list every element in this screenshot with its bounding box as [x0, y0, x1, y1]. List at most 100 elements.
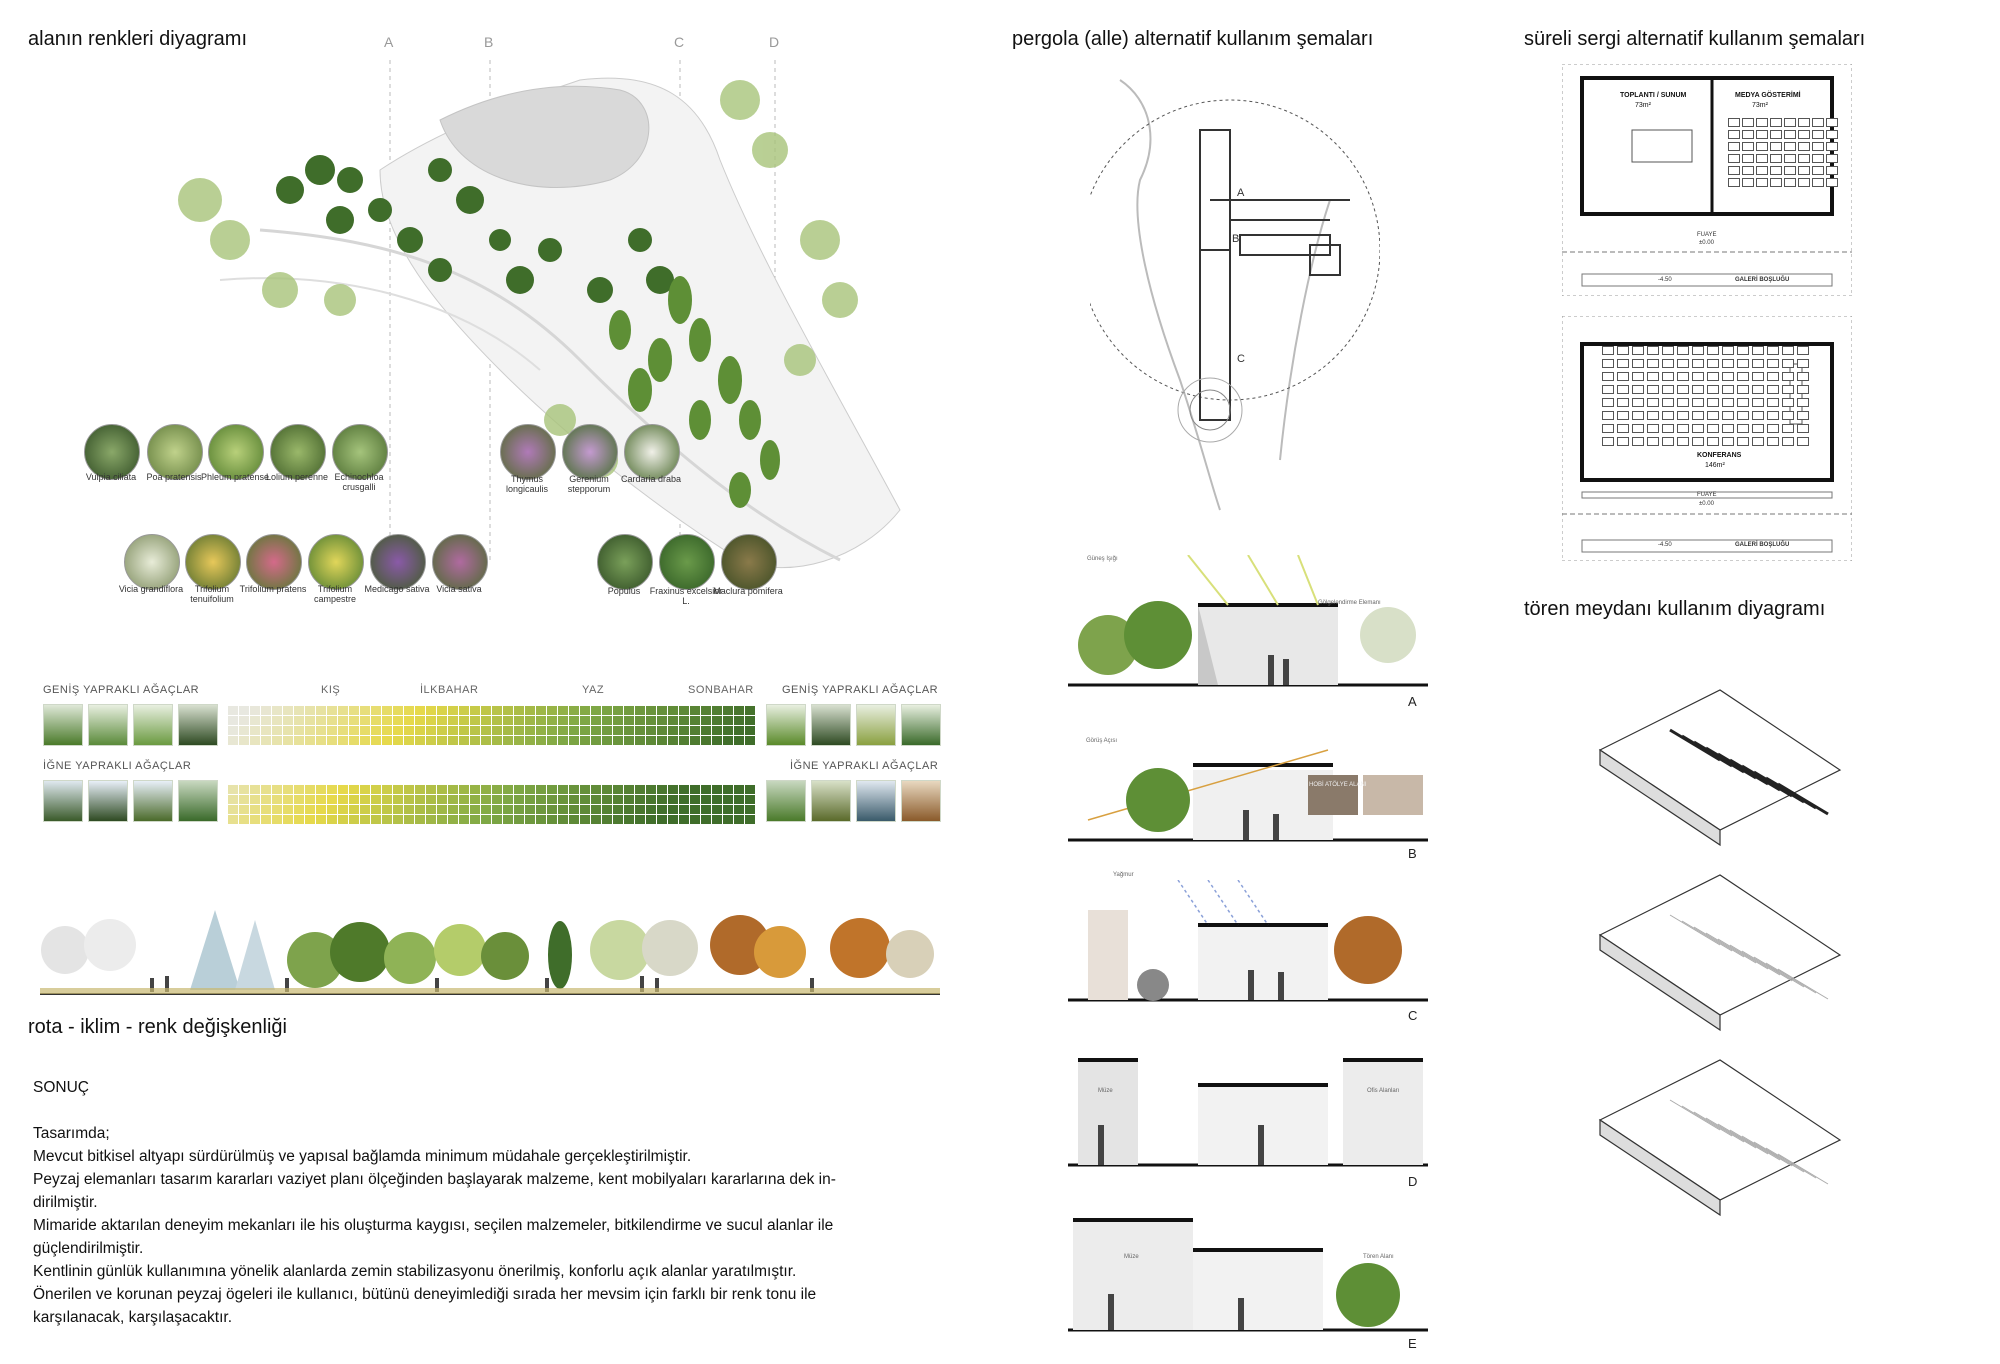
seat — [1692, 385, 1704, 394]
plant-label: Populus — [607, 586, 641, 596]
color-swatch — [602, 716, 612, 725]
seat — [1784, 178, 1796, 187]
axonometric-detail — [1717, 938, 1769, 970]
color-swatch — [613, 726, 623, 735]
color-swatch — [349, 815, 359, 824]
color-swatch — [393, 785, 403, 794]
seat — [1770, 154, 1782, 163]
seat — [1632, 437, 1644, 446]
seat — [1602, 359, 1614, 368]
color-swatch — [481, 795, 491, 804]
seat — [1677, 424, 1689, 433]
color-swatch — [536, 736, 546, 745]
color-swatch — [602, 795, 612, 804]
seat — [1728, 142, 1740, 151]
color-swatch — [701, 785, 711, 794]
color-swatch — [613, 805, 623, 814]
color-swatch — [415, 785, 425, 794]
seat — [1742, 142, 1754, 151]
color-swatch — [426, 795, 436, 804]
foyer-label-1: FUAYE — [1697, 232, 1717, 238]
seat — [1662, 385, 1674, 394]
seat — [1632, 398, 1644, 407]
color-swatch — [250, 805, 260, 814]
color-swatch — [272, 785, 282, 794]
color-swatch — [481, 815, 491, 824]
color-swatch — [613, 706, 623, 715]
plant-photo — [147, 424, 203, 480]
color-swatch — [349, 716, 359, 725]
color-swatch — [712, 726, 722, 735]
color-swatch — [228, 736, 238, 745]
color-swatch — [294, 716, 304, 725]
color-swatch — [536, 716, 546, 725]
seat — [1632, 424, 1644, 433]
color-swatch — [679, 805, 689, 814]
color-swatch — [723, 736, 733, 745]
color-swatch — [448, 716, 458, 725]
seat — [1722, 385, 1734, 394]
color-swatch — [569, 805, 579, 814]
seat — [1826, 154, 1838, 163]
seat — [1742, 118, 1754, 127]
color-swatch — [239, 815, 249, 824]
seat — [1756, 154, 1768, 163]
season-winter: KIŞ — [321, 684, 341, 696]
seat — [1728, 118, 1740, 127]
seat — [1737, 411, 1749, 420]
color-swatch — [426, 706, 436, 715]
section-e-note-museum: Müze — [1124, 1254, 1139, 1260]
color-swatch — [360, 795, 370, 804]
color-swatch — [448, 736, 458, 745]
tree-photo — [178, 704, 218, 746]
color-swatch — [536, 795, 546, 804]
color-swatch — [514, 805, 524, 814]
color-swatch — [558, 716, 568, 725]
section-a-note-sun: Güneş Işığı — [1087, 556, 1118, 562]
seat — [1632, 372, 1644, 381]
color-swatch — [613, 736, 623, 745]
plant-label: Vulpia ciliata — [85, 472, 137, 482]
color-swatch — [668, 726, 678, 735]
color-swatch — [316, 785, 326, 794]
color-swatch — [415, 815, 425, 824]
color-swatch — [426, 805, 436, 814]
color-swatch — [547, 706, 557, 715]
color-swatch — [404, 716, 414, 725]
color-swatch — [514, 795, 524, 804]
plant-label: Phleum pratense — [200, 472, 270, 482]
seat — [1752, 385, 1764, 394]
color-swatch — [558, 795, 568, 804]
color-swatch — [470, 706, 480, 715]
color-swatch — [228, 726, 238, 735]
color-swatch — [459, 706, 469, 715]
seat — [1602, 398, 1614, 407]
color-swatch — [481, 785, 491, 794]
color-swatch — [745, 736, 755, 745]
seat — [1692, 424, 1704, 433]
color-swatch — [602, 785, 612, 794]
seat — [1677, 385, 1689, 394]
color-swatch — [635, 815, 645, 824]
section-letter-b: B — [484, 34, 494, 50]
section-b-note-workshop: HOBİ ATÖLYE ALANI — [1309, 782, 1367, 788]
seat — [1617, 424, 1629, 433]
color-swatch — [503, 716, 513, 725]
axonometric-detail — [1681, 1105, 1733, 1137]
color-swatch — [338, 726, 348, 735]
seat — [1767, 437, 1779, 446]
color-swatch — [481, 716, 491, 725]
color-swatch — [470, 726, 480, 735]
seat — [1782, 385, 1794, 394]
color-swatch — [503, 805, 513, 814]
plant-label: Maclura pomifera — [713, 586, 783, 596]
color-swatch — [503, 706, 513, 715]
color-swatch — [338, 795, 348, 804]
axonometric-detail — [1669, 914, 1721, 946]
seat — [1797, 424, 1809, 433]
color-swatch — [371, 815, 381, 824]
gallery-level-1: -4.50 — [1658, 277, 1672, 283]
axonometric-detail — [1777, 1153, 1829, 1185]
seat — [1722, 424, 1734, 433]
color-swatch — [591, 736, 601, 745]
